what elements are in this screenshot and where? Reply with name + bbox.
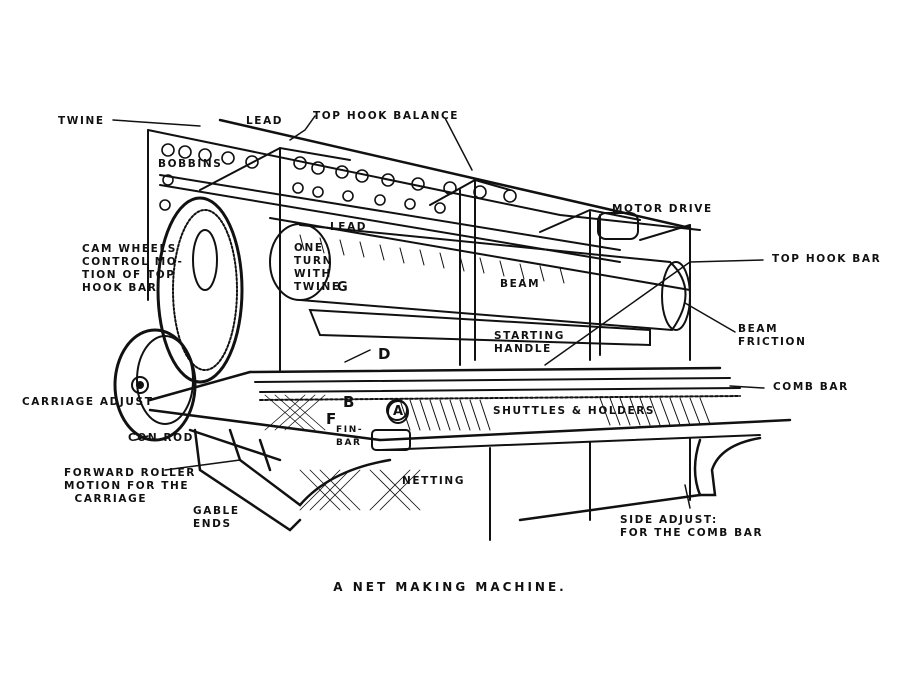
label-shuttles-holders: SHUTTLES & HOLDERS bbox=[493, 405, 656, 417]
label-starting-handle: STARTING HANDLE bbox=[494, 330, 565, 355]
label-side-adjust: SIDE ADJUST: FOR THE COMB BAR bbox=[620, 514, 764, 539]
label-one-turn-with-twine: ONE TURN WITH TWINE bbox=[294, 242, 341, 293]
label-lead-mid: LEAD bbox=[330, 221, 368, 233]
label-motor-drive: MOTOR DRIVE bbox=[612, 203, 713, 215]
motor bbox=[597, 212, 639, 240]
label-con-rod: CON ROD bbox=[128, 432, 195, 444]
label-lead-top: LEAD bbox=[246, 115, 284, 127]
marker-f: F bbox=[326, 410, 337, 428]
label-top-hook-balance: TOP HOOK BALANCE bbox=[313, 110, 460, 122]
vertical-rods bbox=[199, 146, 691, 371]
gable-end-right bbox=[693, 436, 762, 497]
marker-g: G bbox=[337, 280, 348, 295]
figure-caption: A NET MAKING MACHINE. bbox=[333, 580, 567, 594]
marker-d: D bbox=[378, 345, 391, 363]
label-carriage-adjust: CARRIAGE ADJUST bbox=[22, 396, 154, 408]
comb-bar bbox=[248, 366, 741, 401]
marker-b: B bbox=[343, 393, 355, 411]
label-beam: BEAM bbox=[500, 278, 541, 290]
front-bar bbox=[378, 418, 792, 541]
label-top-hook-bar: TOP HOOK BAR bbox=[772, 253, 882, 265]
shuttles bbox=[399, 397, 711, 431]
label-netting: NETTING bbox=[402, 475, 466, 487]
label-comb-bar: COMB BAR bbox=[773, 381, 849, 393]
connecting-rods bbox=[148, 370, 382, 462]
label-cam-wheels: CAM WHEELS CONTROL MO- TION OF TOP HOOK … bbox=[82, 243, 184, 294]
label-beam-friction: BEAM FRICTION bbox=[738, 323, 807, 348]
label-fin-bar: FIN- BAR bbox=[336, 425, 364, 448]
label-twine: TWINE bbox=[58, 115, 105, 127]
carriage-wheel bbox=[113, 328, 197, 442]
marker-a: A bbox=[387, 400, 409, 424]
frame-hatching bbox=[299, 234, 565, 284]
label-forward-roller: FORWARD ROLLER MOTION FOR THE CARRIAGE bbox=[64, 467, 196, 505]
label-gable-ends: GABLE ENDS bbox=[193, 505, 240, 530]
netting-mesh bbox=[264, 394, 421, 511]
cam-wheel bbox=[156, 196, 244, 384]
leader-lines bbox=[112, 115, 765, 509]
label-bobbins: BOBBINS bbox=[158, 158, 223, 170]
